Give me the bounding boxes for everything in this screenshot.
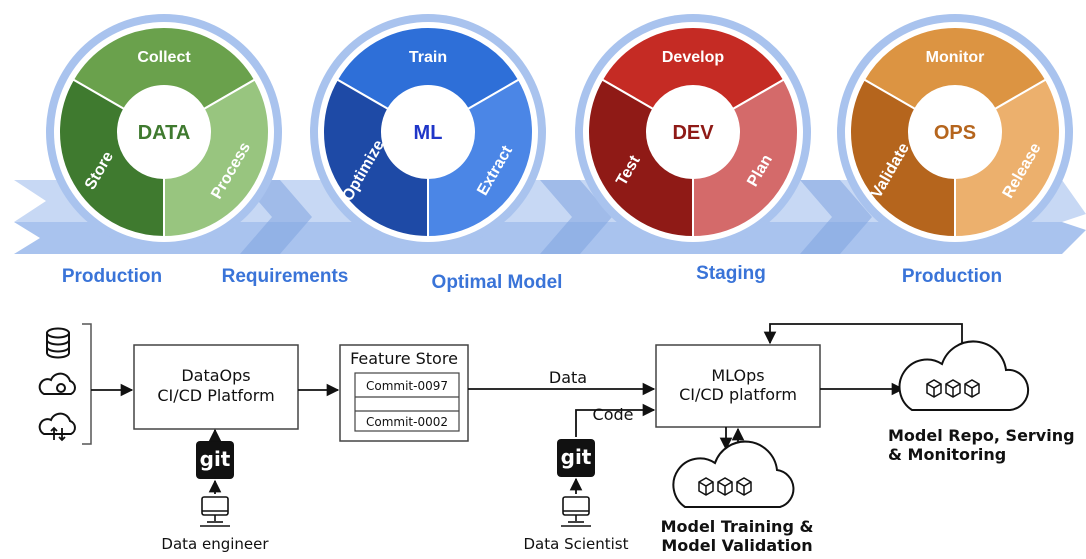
cloud-gear-icon [38,372,76,395]
model-cubes-icon [926,379,980,398]
wheel-core-label: DEV [672,122,714,144]
feature-store-title: Feature Store [350,349,458,368]
dataops-title: DataOps [181,366,250,385]
band-chevron-3 [800,180,872,254]
arrow-code [575,403,656,437]
source-icons [38,323,92,445]
data-scientist-label: Data Scientist [524,535,629,553]
repo-caption: & Monitoring [888,445,1006,464]
repo-cloud [898,340,1030,411]
wheel-segment-label: Train [409,49,447,66]
wheel-segment-label: Monitor [926,49,985,66]
computer-icon [200,496,230,527]
chevron-band [14,180,1086,254]
mlops-title: MLOps [711,366,764,385]
database-icon [46,327,70,359]
git-logo-text: git [200,447,231,471]
repo-caption: Model Repo, Serving [888,426,1075,445]
stage-label: Optimal Model [432,272,563,293]
mlops-subtitle: CI/CD platform [679,385,797,404]
commit-entry: Commit-0097 [366,379,448,393]
wheel-core [118,86,210,178]
training-cloud [672,440,795,508]
commit-entry: Commit-0002 [366,415,448,429]
stage-label: Production [62,266,162,287]
cloud-icon [672,440,795,508]
stage-label: Staging [696,263,766,284]
cloud-icon [898,340,1030,411]
wheel-core [382,86,474,178]
stage-label: Requirements [222,266,349,287]
model-cubes-icon [698,477,752,496]
mlops-box: MLOps CI/CD platform [655,344,821,428]
source-bracket [82,323,92,445]
training-caption: Model Validation [661,536,812,555]
wheel-segment-label: Collect [137,49,191,66]
cloud-sync-icon [38,412,76,442]
stage-label: Production [902,266,1002,287]
computer-icon [561,496,591,527]
git-logo-text: git [561,445,592,469]
wheel-segment-label: Develop [662,49,724,66]
dataops-subtitle: CI/CD Platform [157,386,274,405]
wheel-core-label: ML [414,122,443,144]
code-label: Code [593,405,634,424]
wheel-core-label: OPS [934,122,976,144]
wheel-core-label: DATA [138,122,191,144]
stage-labels: Production Requirements Optimal Model St… [62,263,1002,293]
band-chevron-2 [540,180,612,254]
data-label: Data [549,368,587,387]
git-badge-engineer: git [196,441,234,479]
wheel-core [909,86,1001,178]
data-engineer-label: Data engineer [161,535,269,553]
arrow-feedback [763,323,963,355]
wheel-core [647,86,739,178]
training-caption: Model Training & [661,517,814,536]
git-badge-scientist: git [557,439,595,477]
dataops-box: DataOps CI/CD Platform [133,344,299,430]
feature-store: Feature Store Commit-0097 Commit-0002 [339,344,469,442]
